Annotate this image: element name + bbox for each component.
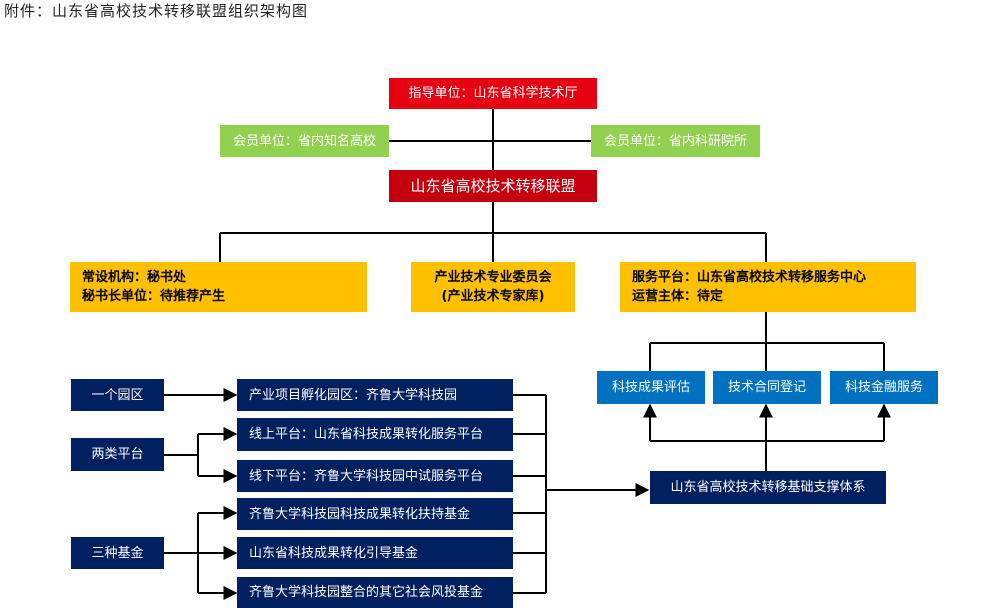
item-offline-box: 线下平台：齐鲁大学科技园中试服务平台 — [237, 460, 513, 492]
category-platforms-box: 两类平台 — [71, 438, 164, 471]
item-fund3-box: 齐鲁大学科技园整合的其它社会风投基金 — [237, 577, 513, 608]
item-fund2-box: 山东省科技成果转化引导基金 — [237, 537, 513, 569]
category-funds-box: 三种基金 — [71, 537, 164, 569]
alliance-label: 山东省高校技术转移联盟 — [410, 176, 576, 195]
service-finance-box: 科技金融服务 — [830, 371, 938, 404]
service-platform-box: 服务平台：山东省高校技术转移服务中心 运营主体：待定 — [620, 262, 916, 312]
page-caption: 附件：山东省高校技术转移联盟组织架构图 — [4, 2, 309, 20]
item-online-label: 线上平台：山东省科技成果转化服务平台 — [249, 427, 484, 442]
item-fund3-label: 齐鲁大学科技园整合的其它社会风投基金 — [249, 585, 484, 600]
item-offline-label: 线下平台：齐鲁大学科技园中试服务平台 — [249, 468, 484, 484]
category-platforms-label: 两类平台 — [91, 447, 144, 462]
committee-line1: 产业技术专业委员会 — [434, 270, 552, 285]
service-platform-line1: 服务平台：山东省高校技术转移服务中心 — [632, 270, 867, 285]
committee-line2: (产业技术专家库) — [441, 289, 545, 304]
category-park-label: 一个园区 — [91, 387, 144, 403]
category-park-box: 一个园区 — [71, 379, 164, 411]
committee-box: 产业技术专业委员会 (产业技术专家库) — [411, 262, 575, 312]
support-system-box: 山东省高校技术转移基础支撑体系 — [650, 471, 886, 504]
item-fund2-label: 山东省科技成果转化引导基金 — [249, 545, 419, 561]
service-contract-label: 技术合同登记 — [727, 380, 806, 395]
service-platform-line2: 运营主体：待定 — [632, 289, 724, 304]
standing-office-line1: 常设机构：秘书处 — [82, 270, 187, 285]
category-funds-label: 三种基金 — [91, 545, 144, 561]
service-evaluation-label: 科技成果评估 — [611, 380, 690, 395]
member-institutes-label: 会员单位：省内科研院所 — [603, 133, 747, 149]
standing-office-line2: 秘书长单位：待推荐产生 — [82, 289, 226, 304]
guidance-unit-label: 指导单位：山东省科学技术厅 — [408, 86, 578, 101]
item-fund1-label: 齐鲁大学科技园科技成果转化扶持基金 — [249, 506, 471, 522]
item-incubator-box: 产业项目孵化园区：齐鲁大学科技园 — [237, 379, 513, 411]
support-system-label: 山东省高校技术转移基础支撑体系 — [670, 480, 866, 495]
service-finance-label: 科技金融服务 — [844, 380, 923, 395]
standing-office-box: 常设机构：秘书处 秘书长单位：待推荐产生 — [70, 262, 367, 312]
item-online-box: 线上平台：山东省科技成果转化服务平台 — [237, 418, 513, 451]
service-evaluation-box: 科技成果评估 — [597, 371, 705, 404]
alliance-box: 山东省高校技术转移联盟 — [389, 170, 597, 202]
member-institutes-box: 会员单位：省内科研院所 — [591, 125, 760, 157]
guidance-unit-box: 指导单位：山东省科学技术厅 — [389, 78, 597, 109]
item-fund1-box: 齐鲁大学科技园科技成果转化扶持基金 — [237, 498, 513, 530]
service-contract-box: 技术合同登记 — [713, 371, 821, 404]
member-universities-label: 会员单位：省内知名高校 — [232, 133, 376, 149]
member-universities-box: 会员单位：省内知名高校 — [220, 125, 389, 157]
item-incubator-label: 产业项目孵化园区：齐鲁大学科技园 — [249, 387, 458, 403]
